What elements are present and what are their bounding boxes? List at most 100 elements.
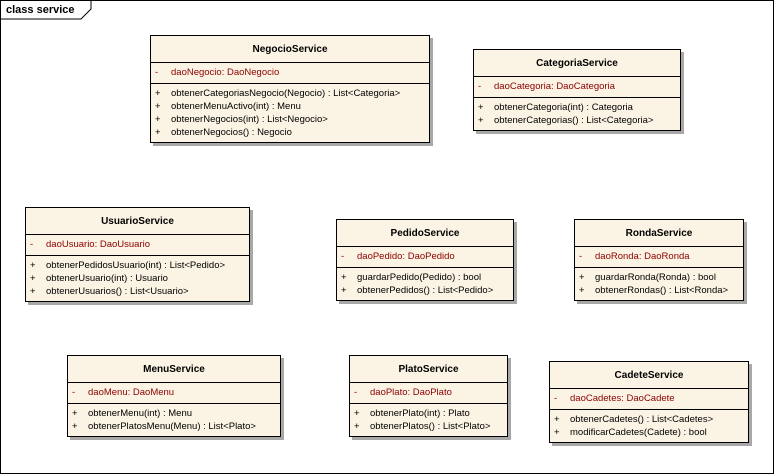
visibility-marker: + bbox=[30, 273, 36, 284]
class-menu-service[interactable]: MenuService - daoMenu: DaoMenu + obtenerMe… bbox=[67, 355, 281, 437]
operation-row: + obtenerNegocios() : Negocio bbox=[151, 126, 429, 139]
operation-row: + obtenerPlatos() : List<Plato> bbox=[350, 420, 507, 433]
operation-text: obtenerCadetes() : List<Cadetes> bbox=[570, 414, 714, 425]
class-name: MenuService bbox=[68, 356, 280, 383]
operation-text: obtenerPlatos() : List<Plato> bbox=[370, 421, 491, 432]
attribute-row: - daoPedido: DaoPedido bbox=[337, 250, 513, 263]
class-pedido-service[interactable]: PedidoService -daoPedido: DaoPedido +gua… bbox=[336, 219, 514, 301]
class-operations: + obtenerPedidosUsuario(int) : List<Pedid… bbox=[26, 256, 249, 301]
visibility-marker: + bbox=[579, 285, 585, 296]
operation-row: + obtenerPlatosMenu(Menu) : List<Plato> bbox=[68, 420, 280, 433]
visibility-marker: + bbox=[354, 421, 360, 432]
class-operations: + obtenerMenu(int) : Menu + obtenerPlatosM… bbox=[68, 404, 280, 436]
class-ronda-service[interactable]: RondaService - daoRonda: DaoRonda + guarda… bbox=[574, 219, 744, 301]
visibility-marker: + bbox=[155, 101, 161, 112]
class-operations: + obtenerCategoria(int) : Categoria + obte… bbox=[474, 98, 680, 130]
operation-row: +obtenerUsuario(int) : Usuario bbox=[26, 272, 249, 285]
visibility-marker: - bbox=[579, 251, 583, 262]
attribute-row: - daoCategoria: DaoCategoria bbox=[474, 80, 680, 93]
operation-row: + guardarPedido(Pedido) : bool bbox=[337, 271, 513, 284]
visibility-marker: + bbox=[72, 421, 78, 432]
class-operations: + obtenerPlato(int) : Plato + obtenerPlato… bbox=[350, 404, 507, 436]
visibility-marker: - bbox=[478, 81, 482, 92]
operation-row: +obtenerPedidos() : List<Pedido> bbox=[337, 284, 513, 297]
attribute-row: -daoUsuario: DaoUsuario bbox=[26, 238, 249, 251]
attribute-text: daoCadetes: DaoCadete bbox=[570, 393, 675, 404]
operation-text: obtenerMenuActivo(int) : Menu bbox=[171, 101, 301, 112]
attribute-text: daoCategoria: DaoCategoria bbox=[494, 81, 615, 92]
operation-row: + obtenerPedidosUsuario(int) : List<Pedid… bbox=[26, 259, 249, 272]
visibility-marker: - bbox=[155, 67, 159, 78]
operation-text: obtenerPlatosMenu(Menu) : List<Plato> bbox=[88, 421, 256, 432]
operation-text: obtenerCategoriasNegocio(Negocio) : List… bbox=[171, 88, 401, 99]
class-operations: + obtenerCategoriasNegocio(Negocio) : Lis… bbox=[151, 84, 429, 142]
visibility-marker: + bbox=[30, 260, 36, 271]
class-attributes: - daoCategoria: DaoCategoria bbox=[474, 77, 680, 98]
class-name: CadeteService bbox=[550, 362, 748, 389]
attribute-row: - daoMenu: DaoMenu bbox=[68, 386, 280, 399]
operation-text: obtenerRondas() : List<Ronda> bbox=[595, 285, 729, 296]
visibility-marker: + bbox=[341, 272, 347, 283]
class-cadete-service[interactable]: CadeteService - daoCadetes: DaoCadete + ob… bbox=[549, 361, 749, 443]
visibility-marker: - bbox=[341, 251, 345, 262]
attribute-text: daoPlato: DaoPlato bbox=[370, 387, 452, 398]
class-attributes: - daoPlato: DaoPlato bbox=[350, 383, 507, 404]
operation-row: + obtenerCategoria(int) : Categoria bbox=[474, 101, 680, 114]
operation-text: obtenerCategorias() : List<Categoria> bbox=[494, 115, 654, 126]
class-attributes: - daoPedido: DaoPedido bbox=[337, 247, 513, 268]
visibility-marker: + bbox=[554, 427, 560, 438]
class-usuario-service[interactable]: UsuarioService -daoUsuario: DaoUsuario +… bbox=[25, 207, 250, 302]
class-name: PlatoService bbox=[350, 356, 507, 383]
attribute-text: daoRonda: DaoRonda bbox=[595, 251, 690, 262]
frame-tab-outline bbox=[1, 1, 92, 20]
attribute-text: daoPedido: DaoPedido bbox=[357, 251, 455, 262]
visibility-marker: + bbox=[155, 127, 161, 138]
operation-row: + obtenerCategorias() : List<Categoria> bbox=[474, 114, 680, 127]
class-categoria-service[interactable]: CategoriaService - daoCategoria: DaoCateg… bbox=[473, 49, 681, 131]
operation-text: obtenerPedidos() : List<Pedido> bbox=[357, 285, 494, 296]
class-attributes: - daoRonda: DaoRonda bbox=[575, 247, 743, 268]
attribute-text: daoUsuario: DaoUsuario bbox=[46, 239, 151, 250]
frame-label: class service bbox=[6, 4, 75, 16]
class-operations: +obtenerCadetes() : List<Cadetes> +modif… bbox=[550, 410, 748, 442]
class-name: RondaService bbox=[575, 220, 743, 247]
class-name: UsuarioService bbox=[26, 208, 249, 235]
attribute-row: - daoPlato: DaoPlato bbox=[350, 386, 507, 399]
class-plato-service[interactable]: PlatoService - daoPlato: DaoPlato + obtene… bbox=[349, 355, 508, 437]
operation-text: obtenerCategoria(int) : Categoria bbox=[494, 102, 633, 113]
operation-row: + obtenerMenuActivo(int) : Menu bbox=[151, 100, 429, 113]
operation-text: obtenerNegocios() : Negocio bbox=[171, 127, 292, 138]
operation-row: + obtenerRondas() : List<Ronda> bbox=[575, 284, 743, 297]
operation-text: obtenerPlato(int) : Plato bbox=[370, 408, 470, 419]
operation-row: + obtenerMenu(int) : Menu bbox=[68, 407, 280, 420]
class-negocio-service[interactable]: NegocioService - daoNegocio: DaoNegocio +… bbox=[150, 35, 430, 143]
operation-text: guardarPedido(Pedido) : bool bbox=[357, 272, 482, 283]
visibility-marker: - bbox=[72, 387, 76, 398]
visibility-marker: - bbox=[354, 387, 358, 398]
class-name: NegocioService bbox=[151, 36, 429, 63]
operation-text: obtenerPedidosUsuario(int) : List<Pedido… bbox=[46, 260, 226, 271]
visibility-marker: + bbox=[155, 114, 161, 125]
class-operations: + guardarPedido(Pedido) : bool +obtenerPe… bbox=[337, 268, 513, 300]
operation-text: obtenerMenu(int) : Menu bbox=[88, 408, 193, 419]
operation-row: +obtenerCategoriasNegocio(Negocio) : Lis… bbox=[151, 87, 429, 100]
visibility-marker: + bbox=[478, 102, 484, 113]
class-attributes: - daoMenu: DaoMenu bbox=[68, 383, 280, 404]
visibility-marker: - bbox=[554, 393, 558, 404]
attribute-text: daoNegocio: DaoNegocio bbox=[171, 67, 280, 78]
operation-text: obtenerUsuarios() : List<Usuario> bbox=[46, 286, 189, 297]
operation-text: guardarRonda(Ronda) : bool bbox=[595, 272, 716, 283]
attribute-text: daoMenu: DaoMenu bbox=[88, 387, 175, 398]
operation-text: obtenerNegocios(int) : List<Negocio> bbox=[171, 114, 328, 125]
visibility-marker: + bbox=[478, 115, 484, 126]
class-attributes: -daoUsuario: DaoUsuario bbox=[26, 235, 249, 256]
visibility-marker: + bbox=[30, 286, 36, 297]
visibility-marker: + bbox=[354, 408, 360, 419]
class-operations: + guardarRonda(Ronda) : bool + obtenerRond… bbox=[575, 268, 743, 300]
class-name: CategoriaService bbox=[474, 50, 680, 77]
visibility-marker: + bbox=[72, 408, 78, 419]
operation-row: + obtenerPlato(int) : Plato bbox=[350, 407, 507, 420]
class-attributes: - daoCadetes: DaoCadete bbox=[550, 389, 748, 410]
operation-text: modificarCadetes(Cadete) : bool bbox=[570, 427, 707, 438]
operation-row: + obtenerNegocios(int) : List<Negocio> bbox=[151, 113, 429, 126]
